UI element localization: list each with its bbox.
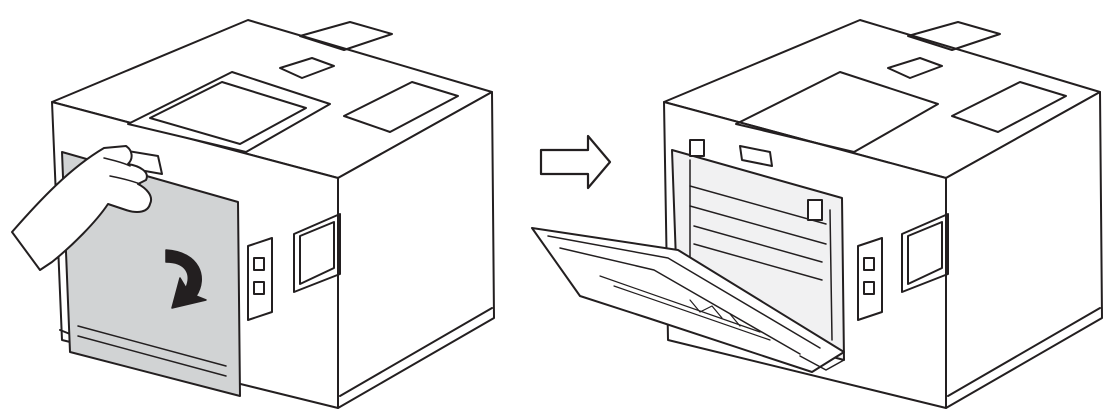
open-direction-arrow <box>165 249 207 309</box>
back-cover <box>61 151 241 397</box>
back-cover-open <box>531 227 845 373</box>
printer-closed <box>11 19 495 409</box>
right-arrow-icon <box>539 134 612 190</box>
printer-open <box>531 19 1103 409</box>
